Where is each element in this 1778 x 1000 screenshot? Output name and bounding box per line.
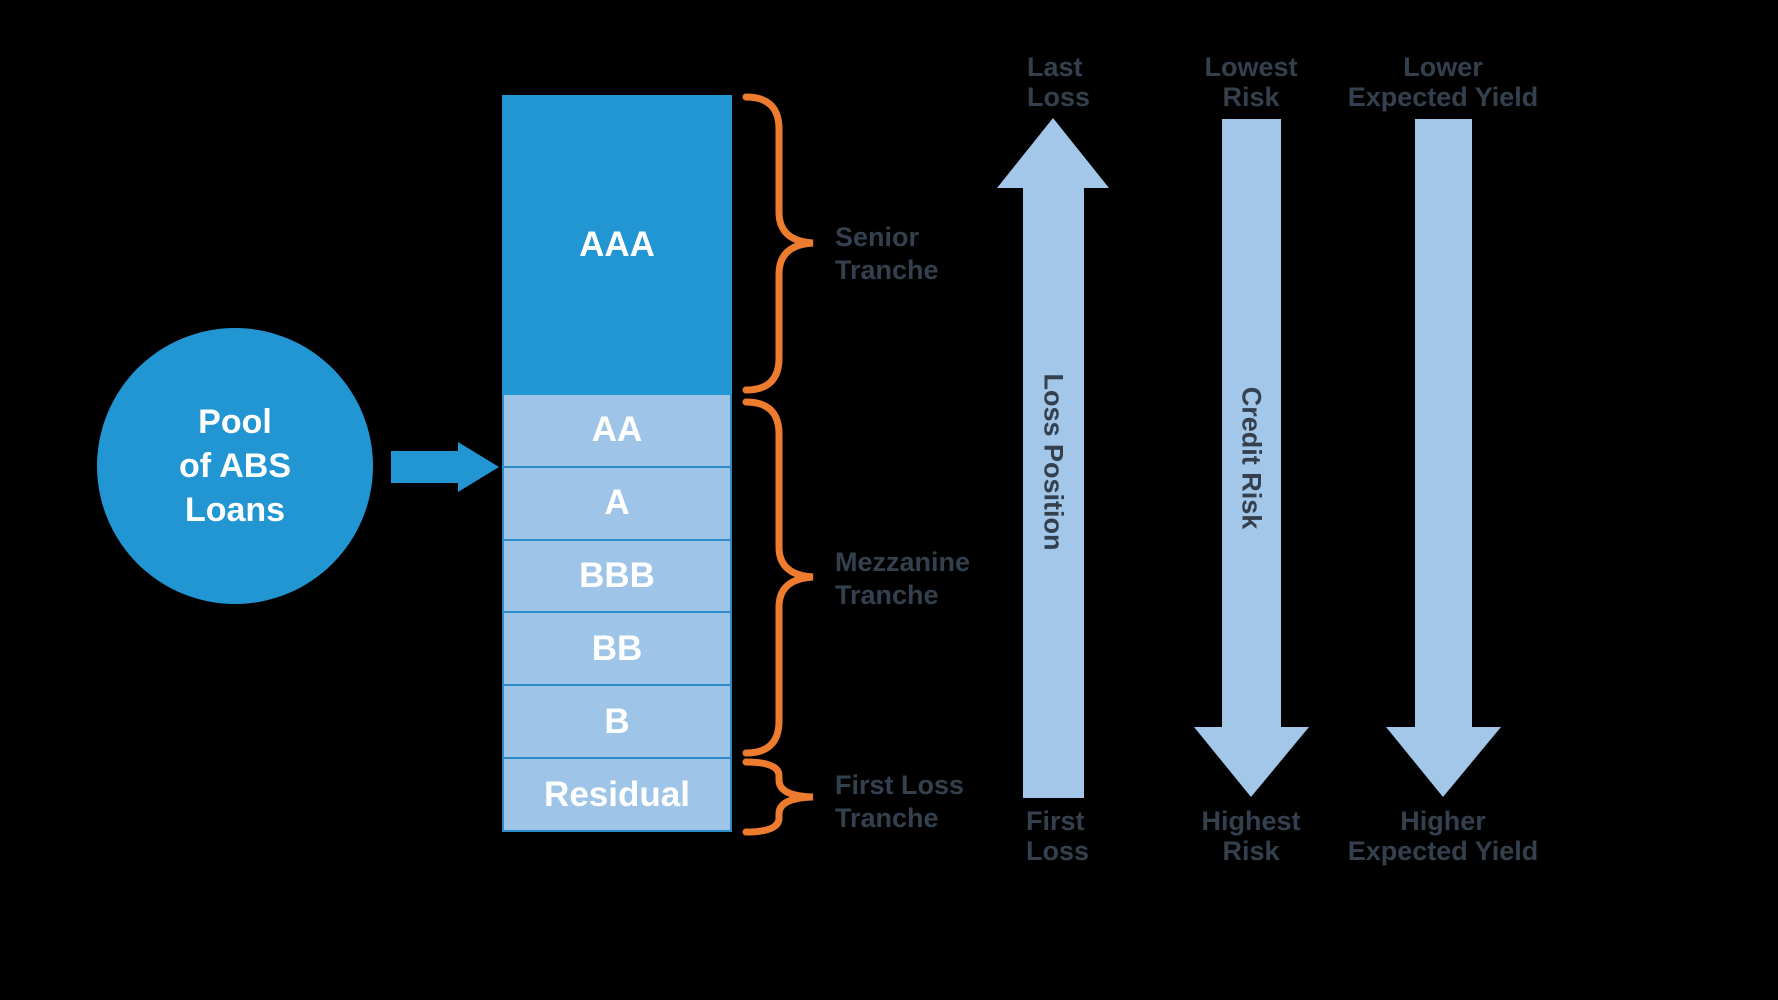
- pool-circle: Pool of ABS Loans: [97, 328, 373, 604]
- first-loss-label: First Loss: [1026, 806, 1089, 866]
- highest-risk-label-line1: Highest: [1201, 806, 1301, 836]
- lower-expected-yield-label-line1: Lower: [1403, 52, 1483, 82]
- pool-label-line2: of ABS: [178, 447, 292, 485]
- credit-risk-down-arrow: [1194, 119, 1309, 797]
- first-loss-tranche-label-line1: First Loss: [835, 770, 965, 800]
- first-loss-brace: [742, 758, 814, 836]
- highest-risk-label-line2: Risk: [1222, 836, 1280, 866]
- mezzanine-tranche-label-line2: Tranche: [835, 580, 939, 610]
- loss-position-up-arrow: [997, 118, 1109, 798]
- last-loss-label-line1: Last: [1027, 52, 1083, 82]
- last-loss-label-line2: Loss: [1027, 82, 1091, 112]
- tranche-row-bbb: BBB: [504, 540, 730, 614]
- higher-expected-yield-label-line1: Higher: [1400, 806, 1486, 836]
- credit-risk-shaft-label: Credit Risk: [1236, 386, 1267, 530]
- tranche-stack: AAA AA A BBB BB B Residual: [502, 95, 732, 832]
- pool-label-line1: Pool: [198, 403, 272, 441]
- tranche-row-a: A: [504, 467, 730, 541]
- higher-expected-yield-label: Higher Expected Yield: [1348, 806, 1539, 866]
- first-loss-tranche-label: First Loss Tranche: [835, 769, 964, 835]
- tranche-subordinate-rows: AA A BBB BB B Residual: [502, 395, 732, 832]
- senior-tranche-label-line2: Tranche: [835, 255, 939, 285]
- first-loss-tranche-label-line2: Tranche: [835, 803, 939, 833]
- expected-yield-down-arrow: [1386, 119, 1501, 797]
- lower-expected-yield-label: Lower Expected Yield: [1348, 52, 1539, 112]
- tranche-row-b: B: [504, 686, 730, 760]
- higher-expected-yield-label-line2: Expected Yield: [1347, 836, 1539, 866]
- pool-to-stack-arrow: [391, 442, 499, 492]
- mezzanine-brace: [742, 398, 814, 757]
- lower-expected-yield-label-line2: Expected Yield: [1347, 82, 1539, 112]
- lowest-risk-label-line1: Lowest: [1204, 52, 1298, 82]
- first-loss-label-line1: First: [1026, 806, 1085, 836]
- mezzanine-tranche-label: Mezzanine Tranche: [835, 546, 970, 612]
- last-loss-label: Last Loss: [1027, 52, 1090, 112]
- tranche-row-residual: Residual: [504, 759, 730, 830]
- mezzanine-tranche-label-line1: Mezzanine: [835, 547, 971, 577]
- senior-tranche-label-line1: Senior: [835, 222, 920, 252]
- senior-tranche-label: Senior Tranche: [835, 221, 939, 287]
- tranche-row-bb: BB: [504, 613, 730, 687]
- lowest-risk-label: Lowest Risk: [1204, 52, 1297, 112]
- highest-risk-label: Highest Risk: [1201, 806, 1300, 866]
- lowest-risk-label-line2: Risk: [1222, 82, 1280, 112]
- tranche-row-aa: AA: [504, 395, 730, 468]
- loss-position-shaft-label: Loss Position: [1038, 373, 1069, 551]
- tranche-row-aaa: AAA: [502, 95, 732, 395]
- first-loss-label-line2: Loss: [1026, 836, 1090, 866]
- senior-brace: [742, 93, 814, 394]
- pool-label-line3: Loans: [184, 491, 286, 529]
